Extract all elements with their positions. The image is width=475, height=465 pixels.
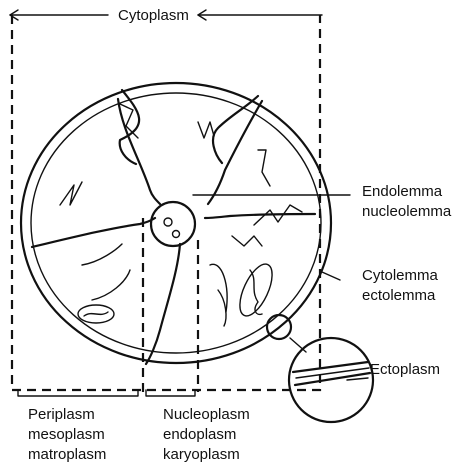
label-ectoplasm: Ectoplasm [370, 361, 440, 378]
label-karyoplasm: karyoplasm [163, 446, 240, 463]
label-nucleolemma: nucleolemma [362, 203, 452, 220]
cytoplasm-left-arrow [10, 10, 108, 20]
label-mesoplasm: mesoplasm [28, 426, 105, 443]
label-matroplasm: matroplasm [28, 446, 106, 463]
cytoplasm-right-arrow [198, 10, 322, 20]
leader-cytolemma [322, 272, 340, 280]
cell-outline [21, 83, 331, 363]
label-endoplasm: endoplasm [163, 426, 236, 443]
label-periplasm: Periplasm [28, 406, 95, 423]
label-ectolemma: ectolemma [362, 287, 436, 304]
label-cytolemma: Cytolemma [362, 267, 439, 284]
label-endolemma: Endolemma [362, 183, 443, 200]
label-cytoplasm: Cytoplasm [118, 7, 189, 24]
nucleus [151, 202, 195, 246]
label-nucleoplasm: Nucleoplasm [163, 406, 250, 423]
